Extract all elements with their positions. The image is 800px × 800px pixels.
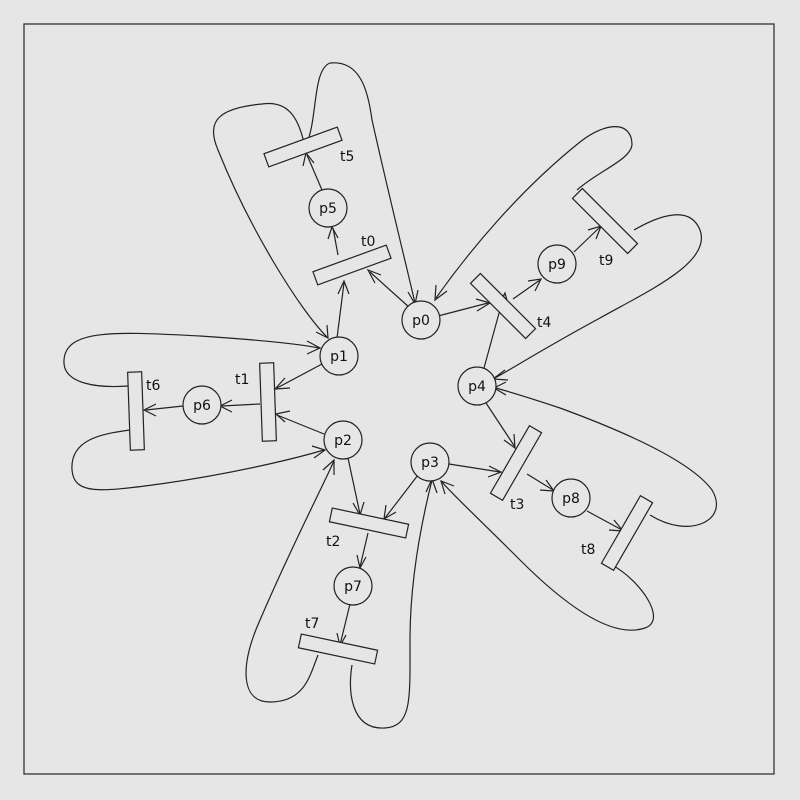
- transition-t2: [328, 507, 410, 539]
- transitions-layer: [127, 126, 654, 665]
- place-p1: [319, 336, 359, 376]
- arc-p2-t1: [276, 414, 325, 435]
- place-label-p9: p9: [548, 257, 566, 273]
- place-p9: [537, 244, 577, 284]
- transition-label-t5: t5: [340, 149, 354, 165]
- transition-t4: [469, 272, 537, 340]
- place-p0: [401, 300, 441, 340]
- arc-t8-p4: [495, 387, 718, 527]
- place-p3: [410, 442, 450, 482]
- arrowhead-p3-t3: [487, 465, 503, 478]
- place-label-p2: p2: [334, 433, 352, 449]
- transition-t5: [263, 126, 343, 168]
- arrowhead-t6-p1: [306, 340, 322, 355]
- transition-label-t7: t7: [305, 616, 319, 632]
- place-label-p6: p6: [193, 398, 211, 414]
- arc-p3-t2: [384, 474, 419, 519]
- arc-p0-t4: [437, 302, 489, 317]
- place-label-p5: p5: [319, 201, 337, 217]
- place-p2: [323, 420, 363, 460]
- transition-t8: [600, 494, 654, 572]
- transition-label-t1: t1: [235, 372, 249, 388]
- arrowhead-t5-p1: [315, 324, 329, 340]
- arc-p4-t3: [485, 402, 516, 448]
- arrowhead-p6-t6: [142, 403, 157, 417]
- transition-t7: [297, 633, 379, 665]
- arrowhead-t8-p3: [440, 479, 455, 495]
- transition-t6: [127, 371, 145, 451]
- arrowhead-t6-p2: [311, 445, 327, 459]
- place-label-p4: p4: [468, 379, 486, 395]
- arrowhead-p4-t3: [503, 433, 516, 450]
- transition-label-t4: t4: [537, 315, 551, 331]
- arrowhead-p1-t0: [337, 279, 350, 295]
- arc-p2-t2: [347, 457, 361, 515]
- arc-t1-p6: [221, 403, 261, 407]
- arrowhead-p0-t0: [366, 268, 382, 284]
- arc-t0-p5: [332, 227, 339, 256]
- place-labels-layer: p0 p1 p2 p3 p4 p5 p6 p7 p8 p9: [193, 201, 580, 595]
- transition-t1: [259, 362, 277, 442]
- arc-p3-t3: [448, 463, 501, 473]
- arc-p5-t5: [306, 154, 323, 191]
- transition-t3: [489, 424, 543, 502]
- place-label-p7: p7: [344, 579, 362, 595]
- arcs-layer: [63, 62, 718, 729]
- arrowhead-t4-p9: [527, 278, 543, 292]
- arc-t2-p7: [359, 532, 369, 568]
- transition-label-t8: t8: [581, 542, 595, 558]
- arc-t3-p8: [526, 473, 554, 491]
- arc-t9-p0: [435, 126, 633, 299]
- arc-p6-t6: [145, 405, 184, 411]
- arc-t7-p2: [245, 460, 335, 703]
- transition-label-t9: t9: [599, 253, 613, 269]
- arc-p8-t8: [586, 510, 623, 531]
- transition-label-t6: t6: [146, 378, 160, 394]
- arc-t6-p1: [63, 332, 320, 388]
- arrowhead-t9-p0: [434, 284, 448, 302]
- arc-p0-t0: [369, 271, 411, 309]
- place-p7: [333, 566, 373, 606]
- arrowhead-t7-p2: [322, 458, 335, 475]
- arc-t9-p4: [494, 214, 703, 379]
- place-label-p0: p0: [412, 313, 430, 329]
- arc-p1-t0: [336, 282, 345, 339]
- arc-t7-p3: [349, 479, 433, 729]
- transition-label-t2: t2: [326, 534, 340, 550]
- arc-p7-t7: [339, 603, 351, 646]
- arc-t8-p3: [441, 481, 655, 631]
- place-p5: [308, 188, 348, 228]
- arc-t5-p0: [305, 62, 416, 304]
- arc-p9-t9: [573, 226, 601, 253]
- place-p6: [182, 385, 222, 425]
- diagram-frame: [23, 23, 775, 775]
- places-layer: [182, 188, 591, 606]
- transition-labels-layer: t0 t1 t2 t3 t4 t5 t6 t7 t8 t9: [146, 149, 613, 632]
- transition-t9: [571, 187, 639, 255]
- arc-p1-t1: [276, 363, 323, 389]
- transition-label-t0: t0: [361, 234, 375, 250]
- arc-t5-p1: [212, 102, 328, 338]
- place-p8: [551, 478, 591, 518]
- transition-label-t3: t3: [510, 497, 524, 513]
- arc-t4-p9: [512, 279, 541, 300]
- transition-t0: [312, 244, 392, 286]
- place-p4: [457, 366, 497, 406]
- place-label-p1: p1: [330, 349, 348, 365]
- place-label-p8: p8: [562, 491, 580, 507]
- arc-t6-p2: [71, 429, 325, 491]
- place-label-p3: p3: [421, 455, 439, 471]
